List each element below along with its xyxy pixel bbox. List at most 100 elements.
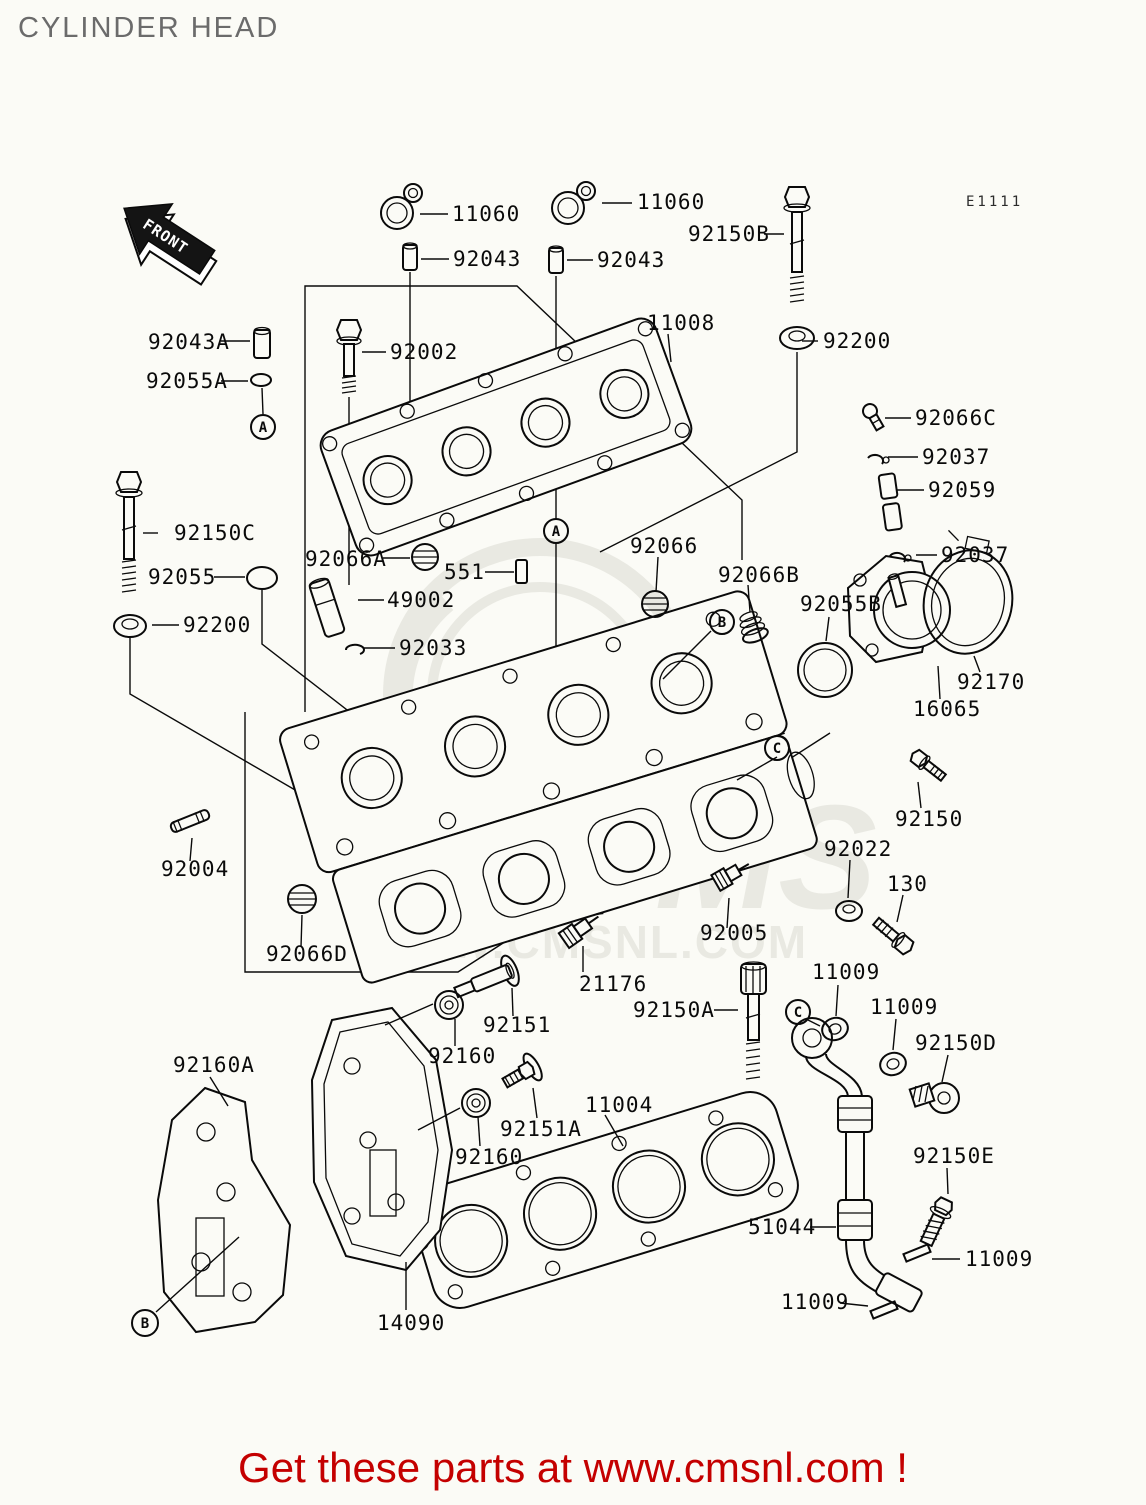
clamp-band-part (922, 529, 1014, 655)
clip-92037-lower (889, 551, 912, 563)
dowel-92043-left (402, 242, 418, 271)
label-14090: 14090 (377, 1311, 445, 1335)
dowel-92043a (253, 326, 271, 359)
label-92055a: 92055A (146, 369, 228, 393)
bolt-92150b (783, 186, 811, 303)
bolt-92150e (919, 1196, 953, 1248)
callout-a-top-label: A (552, 524, 561, 540)
label-92055b: 92055B (800, 592, 882, 616)
cylinder-head-part (279, 590, 818, 984)
grommet-92160-second (461, 1088, 491, 1118)
label-92150: 92150 (895, 807, 963, 831)
label-92066a: 92066A (305, 547, 387, 571)
dowel-551 (515, 559, 528, 584)
callout-b-bottom: B (131, 1309, 159, 1337)
label-11009-2: 11009 (870, 995, 938, 1019)
label-92043a: 92043A (148, 330, 230, 354)
sensor-92005 (710, 863, 750, 893)
label-92066: 92066 (630, 534, 698, 558)
label-92066d: 92066D (266, 942, 348, 966)
label-92160-1: 92160 (428, 1044, 496, 1068)
plug-92066b (739, 611, 769, 644)
ring-11009-second (879, 1051, 907, 1077)
callout-a-top: A (543, 518, 569, 544)
footer-banner[interactable]: Get these parts at www.cmsnl.com ! (238, 1444, 908, 1491)
label-11009-1: 11009 (812, 960, 880, 984)
oring-92055b (797, 642, 853, 698)
page-title: CYLINDER HEAD (18, 12, 280, 44)
stud-92004 (169, 809, 211, 833)
label-130: 130 (887, 872, 928, 896)
label-16065: 16065 (913, 697, 981, 721)
plug-92066 (641, 590, 669, 618)
grommet-11060-right (551, 181, 596, 225)
plug-92066d (287, 884, 317, 914)
label-92150c: 92150C (174, 521, 256, 545)
callout-c-right: C (764, 735, 790, 761)
label-92043-2: 92043 (597, 248, 665, 272)
nipple-92066c (862, 403, 885, 432)
bolt-92150d (908, 1082, 960, 1114)
label-92037-1: 92037 (922, 445, 990, 469)
label-11009-4: 11009 (781, 1290, 849, 1314)
screw-92151a (501, 1052, 543, 1089)
sensor-21176 (557, 912, 604, 950)
valve-guide-49002 (308, 577, 346, 638)
label-92160-2: 92160 (455, 1145, 523, 1169)
washer-92200-left (113, 614, 147, 638)
label-92150d: 92150D (915, 1031, 997, 1055)
pipe-92059 (877, 472, 903, 532)
label-92055: 92055 (148, 565, 216, 589)
label-92004: 92004 (161, 857, 229, 881)
label-92002: 92002 (390, 340, 458, 364)
pin-11009-fourth (869, 1300, 899, 1320)
plug-92066a (411, 543, 439, 571)
grommet-92160-first (434, 990, 464, 1020)
label-11008: 11008 (647, 311, 715, 335)
grommet-11060-left (380, 183, 423, 230)
label-551: 551 (444, 560, 485, 584)
label-92200-1: 92200 (823, 329, 891, 353)
bolt-92002 (335, 319, 363, 394)
callout-b-bottom-label: B (141, 1316, 149, 1332)
label-21176: 21176 (579, 972, 647, 996)
label-92151a: 92151A (500, 1117, 582, 1141)
label-92033: 92033 (399, 636, 467, 660)
bolt-92150 (909, 748, 948, 783)
label-92200-2: 92200 (183, 613, 251, 637)
callout-c-bottom-label: C (794, 1005, 802, 1021)
label-11009-3: 11009 (965, 1247, 1033, 1271)
cover-92160a-part (156, 1086, 292, 1334)
oring-92055a (250, 373, 272, 387)
label-92022: 92022 (824, 837, 892, 861)
bolt-130 (871, 916, 915, 956)
label-92043-1: 92043 (453, 247, 521, 271)
label-51044: 51044 (748, 1215, 816, 1239)
breather-stem-part (887, 573, 908, 609)
leader-lines (143, 202, 981, 1313)
valve-cover-part (319, 317, 693, 557)
label-11060-1: 11060 (452, 202, 520, 226)
label-92151: 92151 (483, 1013, 551, 1037)
bolt-92150c (115, 471, 143, 593)
bolt-92151 (453, 954, 520, 999)
oring-92055 (246, 566, 278, 590)
head-gasket-part (409, 1091, 799, 1309)
label-92037-2: 92037 (941, 543, 1009, 567)
callout-c-bottom: C (785, 999, 811, 1025)
label-11060-2: 11060 (637, 190, 705, 214)
clip-92033 (345, 643, 365, 655)
label-11004: 11004 (585, 1093, 653, 1117)
label-49002: 49002 (387, 588, 455, 612)
label-92005: 92005 (700, 921, 768, 945)
dowel-92043-right (548, 245, 564, 274)
label-92150e: 92150E (913, 1144, 995, 1168)
ring-11009-first (821, 1016, 849, 1042)
part-number-labels: 11060 92043 11060 92043 92150 B 92200 110… (146, 190, 1033, 1335)
bolt-92150a (740, 961, 767, 1080)
washer-92200-right (779, 326, 815, 350)
callout-b-right-label: B (718, 615, 726, 631)
callout-a-left: A (250, 414, 276, 440)
